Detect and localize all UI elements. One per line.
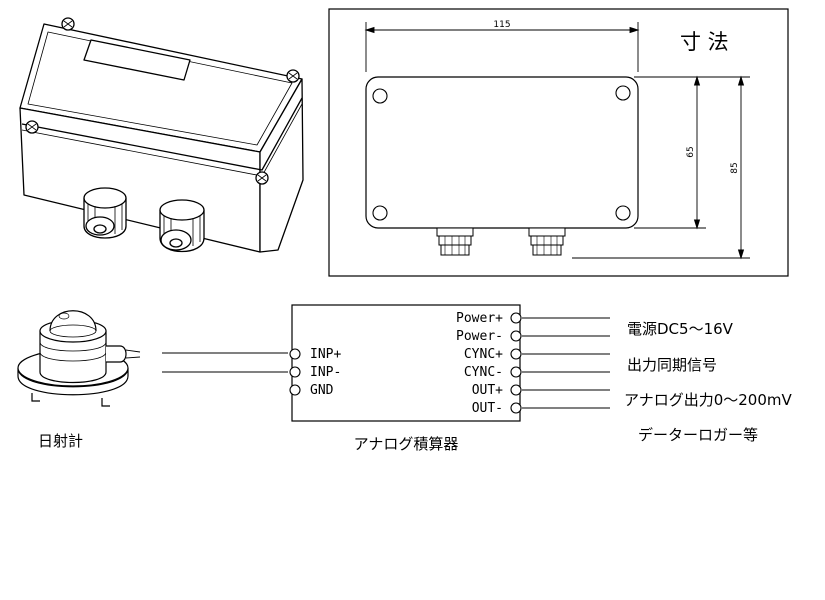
gland-plan-icon [436, 227, 566, 256]
screw-icon [25, 17, 300, 185]
cable-gland-icon [83, 187, 127, 239]
width-dimension [364, 22, 640, 72]
input-terminals: INP+ INP- GND [289, 347, 341, 398]
analog-output-description: アナログ出力0～200mV [624, 391, 792, 409]
power-description: 電源DC5～16V [627, 320, 734, 338]
width-label: 115 [493, 20, 510, 30]
terminal-gnd: GND [289, 383, 334, 398]
inner-height-label: 65 [686, 146, 696, 157]
logger-description: データーロガー等 [638, 426, 758, 444]
terminal-label: INP+ [310, 347, 341, 362]
terminal-icon [510, 330, 522, 342]
pyranometer-illustration [17, 310, 141, 407]
terminal-icon [510, 366, 522, 378]
integrator-box [291, 304, 521, 422]
enclosure-illustration [19, 17, 304, 253]
terminal-icon [510, 402, 522, 414]
terminal-icon [289, 366, 301, 378]
integrator-label: アナログ積算器 [354, 435, 459, 453]
label-window [83, 39, 191, 81]
glass-dome [49, 310, 97, 332]
terminal-label: Power- [456, 329, 503, 344]
dimension-title: 寸 法 [680, 30, 729, 54]
dimension-panel: 115 寸 法 65 85 [328, 8, 789, 277]
terminal-cync-minus: CYNC- [464, 365, 522, 380]
terminal-power-minus: Power- [456, 329, 522, 344]
plan-view-outline [365, 76, 639, 229]
terminal-icon [510, 348, 522, 360]
mounting-hole-icon [372, 85, 631, 221]
terminal-out-minus: OUT- [472, 401, 522, 416]
height-dimension [572, 75, 750, 260]
terminal-power-plus: Power+ [456, 311, 522, 326]
terminal-out-plus: OUT+ [472, 383, 522, 398]
sensor-label: 日射計 [38, 432, 83, 450]
output-terminals: Power+ Power- CYNC+ CYNC- OUT+ OUT- [456, 311, 522, 416]
sensor-wires [162, 352, 288, 373]
terminal-label: GND [310, 383, 334, 398]
terminal-label: Power+ [456, 311, 503, 326]
terminal-inp-minus: INP- [289, 365, 341, 380]
output-wires [522, 317, 610, 409]
lid-seam [21, 97, 303, 171]
terminal-inp-plus: INP+ [289, 347, 341, 362]
terminal-label: CYNC- [464, 365, 503, 380]
outer-height-label: 85 [730, 162, 740, 173]
cable-gland-icon [159, 199, 205, 252]
sync-description: 出力同期信号 [627, 356, 717, 374]
terminal-icon [289, 348, 301, 360]
terminal-label: OUT- [472, 401, 503, 416]
terminal-label: OUT+ [472, 383, 503, 398]
terminal-icon [510, 312, 522, 324]
terminal-cync-plus: CYNC+ [464, 347, 522, 362]
terminal-label: INP- [310, 365, 341, 380]
terminal-label: CYNC+ [464, 347, 503, 362]
terminal-icon [510, 384, 522, 396]
terminal-icon [289, 384, 301, 396]
